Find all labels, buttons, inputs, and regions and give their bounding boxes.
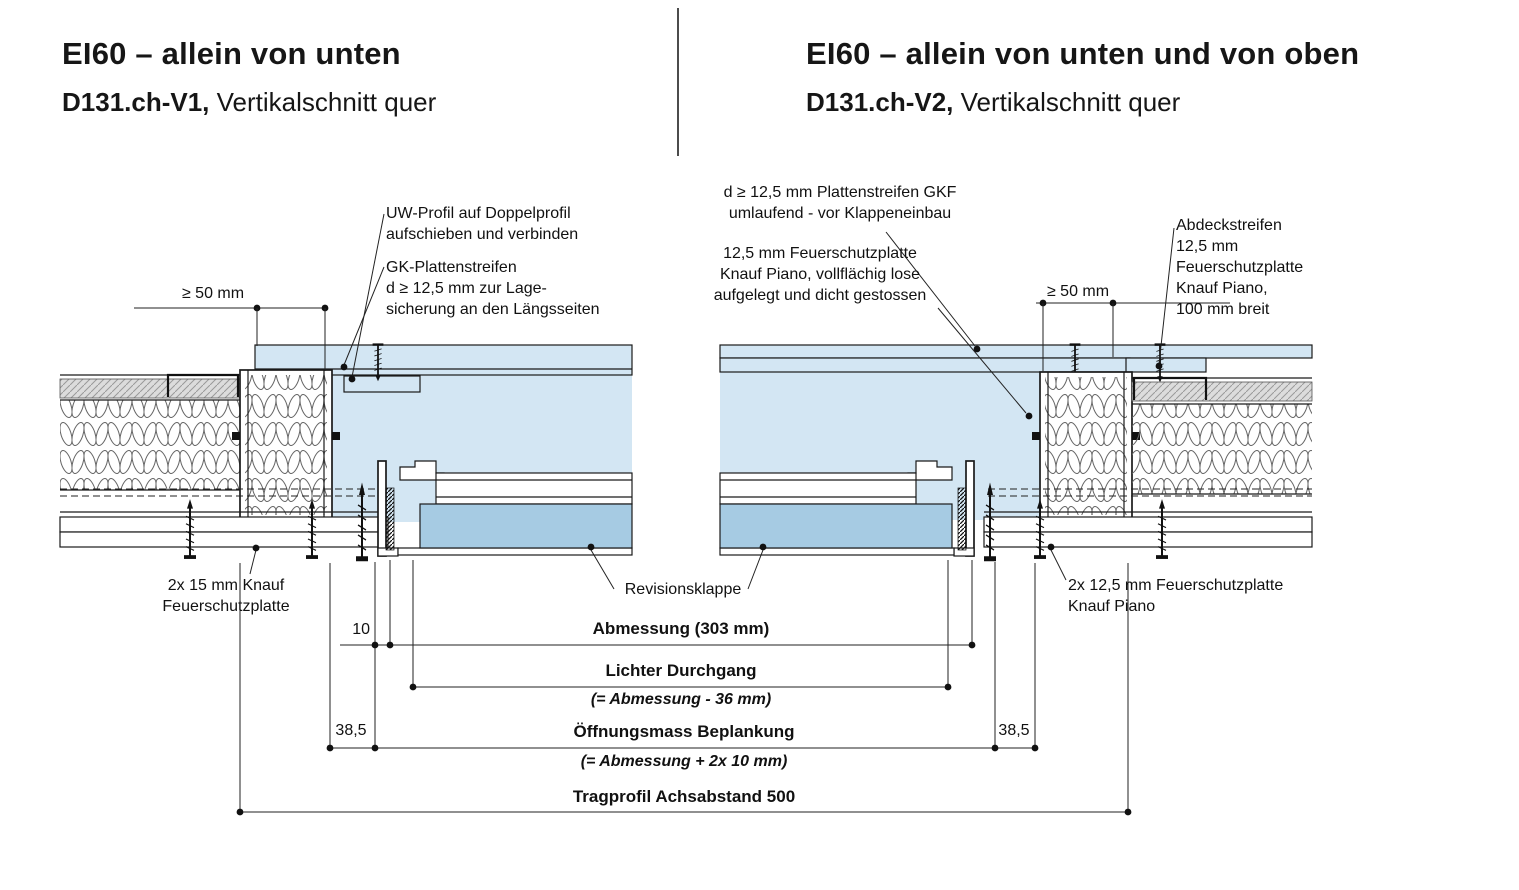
subtitle-v2: D131.ch-V2, Vertikalschnitt quer [806, 87, 1359, 118]
dimension-lines [134, 299, 1230, 816]
dim-tragprofil: Tragprofil Achsabstand 500 [572, 787, 796, 806]
dim-10: 10 [352, 621, 370, 638]
fire-board-2-right [983, 531, 1313, 548]
callout-abdeckstreifen: Abdeckstreifen 12,5 mm Feuerschutzplatte… [1176, 217, 1304, 318]
subtitle-v1: D131.ch-V1, Vertikalschnitt quer [62, 87, 436, 118]
dim-lichter-durchgang: Lichter Durchgang [605, 661, 757, 680]
callout-piano-lose: 12,5 mm Feuerschutzplatte Knauf Piano, v… [713, 245, 927, 304]
hat-profile-right [1132, 376, 1208, 400]
top-fire-board-right [719, 344, 1313, 359]
dim-abmessung-minus: (= Abmessung - 36 mm) [590, 691, 772, 708]
header-divider [677, 8, 679, 156]
fire-board-2-left [59, 531, 389, 548]
flap-frame-left [377, 460, 387, 557]
right-section-drawing [719, 342, 1313, 560]
callout-gkf-streifen: d ≥ 12,5 mm Plattenstreifen GKF umlaufen… [723, 184, 957, 222]
flap-seal-right [957, 487, 967, 551]
revision-flap-panel-right [719, 503, 953, 549]
revision-flap-panel-left [419, 503, 633, 549]
title-block-v1: EI60 – allein von unten D131.ch-V1, Vert… [62, 36, 436, 118]
gray-layer-left [59, 378, 241, 399]
callout-revisionsklappe: Revisionsklappe [624, 581, 742, 598]
flap-frame-right [965, 460, 975, 557]
dim-385-right: 38,5 [998, 722, 1030, 739]
callout-uw-profil: UW-Profil auf Doppelprofil aufschieben u… [386, 205, 579, 243]
drawing-code-v2: D131.ch-V2, [806, 87, 954, 117]
callout-gk-plattenstreifen: GK-Plattenstreifen d ≥ 12,5 mm zur Lage-… [386, 259, 600, 318]
fire-board-1-right [983, 516, 1313, 533]
callout-2x125-feuerschutzplatte: 2x 12,5 mm Feuerschutzplatte Knauf Piano [1068, 577, 1284, 615]
drawing-code-v1: D131.ch-V1, [62, 87, 210, 117]
gray-layer-right [1131, 381, 1313, 402]
dim-abmessung: Abmessung (303 mm) [592, 619, 770, 638]
dim-oeffnungsmass: Öffnungsmass Beplankung [573, 722, 795, 741]
dim-min50-left: ≥ 50 mm [181, 285, 245, 302]
title-block-v2: EI60 – allein von unten und von oben D13… [806, 36, 1359, 118]
gk-plate-strip-left [254, 344, 633, 376]
title-v1: EI60 – allein von unten [62, 36, 401, 71]
leader-lines [249, 213, 1175, 590]
callout-2x15-feuerschutzplatte: 2x 15 mm Knauf Feuerschutzplatte [162, 577, 290, 615]
hat-profile-left [166, 373, 240, 397]
title-v2: EI60 – allein von unten und von oben [806, 36, 1360, 71]
left-section-drawing [59, 342, 633, 560]
fire-board-1-left [59, 516, 389, 533]
flap-seal-left [385, 487, 395, 551]
mineral-wool-left [60, 400, 240, 490]
revision-flap-left [377, 460, 633, 557]
dim-385-left: 38,5 [335, 722, 367, 739]
dim-abmessung-plus: (= Abmessung + 2x 10 mm) [580, 753, 788, 770]
revision-flap-right [719, 460, 975, 557]
dim-min50-right: ≥ 50 mm [1046, 283, 1110, 300]
loose-fire-board-right [719, 357, 1131, 373]
section-type-v1: Vertikalschnitt quer [209, 87, 437, 117]
cover-strip [1125, 357, 1207, 373]
section-type-v2: Vertikalschnitt quer [953, 87, 1181, 117]
uw-profile-connector [343, 375, 421, 393]
mineral-wool-right [1132, 404, 1312, 494]
